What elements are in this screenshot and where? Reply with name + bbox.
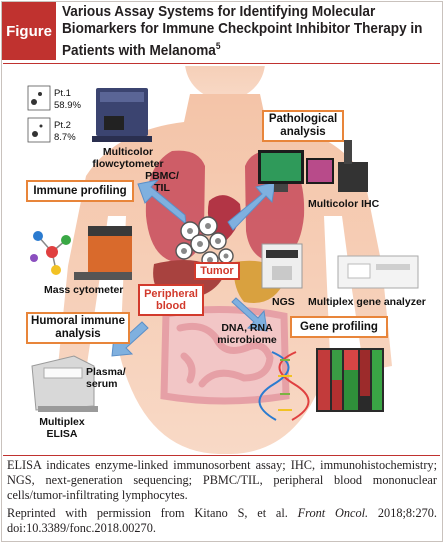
flow-plot-pt1 xyxy=(27,85,51,111)
arrow-to-immune-profiling xyxy=(137,179,187,226)
tumor-cell-nuclei xyxy=(181,223,229,263)
figure-caption: ELISA indicates enzyme-linked immunosorb… xyxy=(7,458,437,539)
pt1-label: Pt.1 xyxy=(54,88,71,99)
caption-divider xyxy=(3,455,440,456)
pt1-percent: 58.9% xyxy=(54,100,81,111)
arrow-to-pathological xyxy=(227,181,276,231)
flowcytometer-image xyxy=(92,88,152,142)
multicolor-ihc-label: Multicolor IHC xyxy=(308,198,380,210)
arrow-to-gene-profiling xyxy=(231,297,268,332)
figure-tag: Figure xyxy=(2,2,56,60)
ihc-image xyxy=(258,140,368,192)
ngs-label: NGS xyxy=(272,296,295,308)
flow-plot-pt2 xyxy=(27,117,51,143)
gene-profiling-box: Gene profiling xyxy=(290,316,388,338)
heart xyxy=(207,195,241,244)
dna-helix-image xyxy=(258,351,310,421)
elisa-image xyxy=(31,355,98,412)
immune-profiling-box: Immune profiling xyxy=(26,180,134,202)
caption-reprint: Reprinted with permission from Kitano S,… xyxy=(7,506,437,535)
title-superscript: 5 xyxy=(215,41,221,51)
plasma-serum-label: Plasma/serum xyxy=(86,366,126,390)
intestines xyxy=(160,305,290,405)
tumor-box: Tumor xyxy=(194,262,240,280)
figure-title: Various Assay Systems for Identifying Mo… xyxy=(62,4,423,60)
caption-abbreviations: ELISA indicates enzyme-linked immunosorb… xyxy=(7,458,437,502)
header-divider xyxy=(3,63,440,64)
flow-arrows xyxy=(111,179,276,357)
title-line-2: Biomarkers for Immune Checkpoint Inhibit… xyxy=(62,21,423,37)
molecule-graphic xyxy=(30,231,71,275)
arrow-to-humoral xyxy=(111,321,149,357)
pt2-label: Pt.2 xyxy=(54,120,71,131)
title-line-1: Various Assay Systems for Identifying Mo… xyxy=(62,4,376,20)
mass-cytometer-image xyxy=(74,226,132,280)
pt2-percent: 8.7% xyxy=(54,132,76,143)
multiplex-gene-analyzer-image xyxy=(337,255,419,289)
gene-heatmap-image xyxy=(316,348,384,412)
caption-journal: Front Oncol. xyxy=(297,506,369,520)
pbmc-til-label: PBMC/TIL xyxy=(145,170,179,194)
multiplex-gene-analyzer-label: Multiplex gene analyzer xyxy=(308,296,426,308)
title-line-3: Patients with Melanoma5 xyxy=(62,41,221,59)
ngs-image xyxy=(261,243,303,289)
mass-cytometer-label: Mass cytometer xyxy=(44,284,124,296)
